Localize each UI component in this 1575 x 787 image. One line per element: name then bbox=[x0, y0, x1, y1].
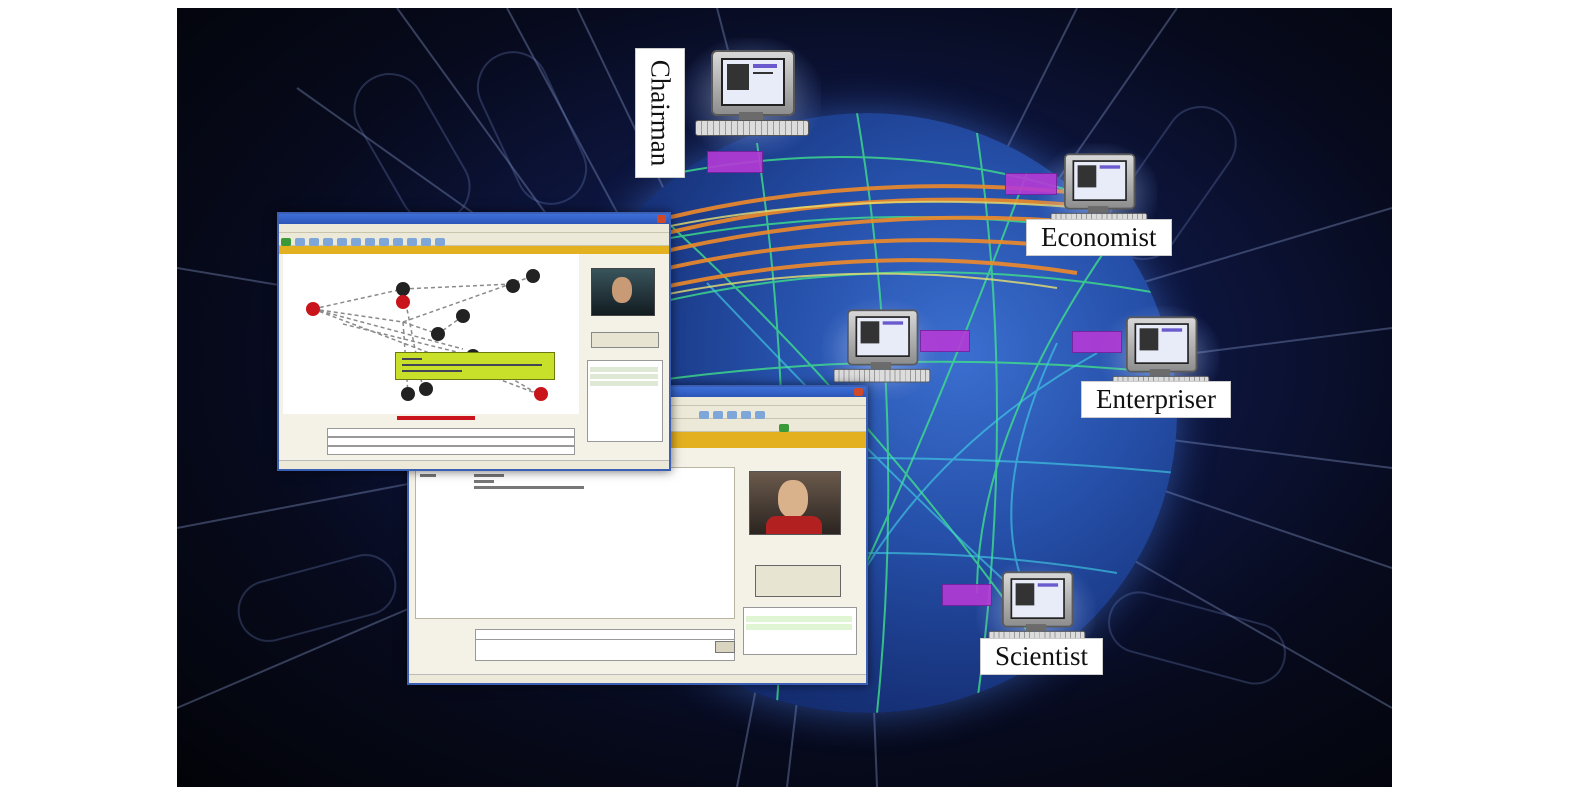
go-icon[interactable] bbox=[779, 424, 789, 432]
chairman-computer bbox=[681, 38, 821, 156]
toolbar-button[interactable] bbox=[309, 238, 319, 246]
participant-list bbox=[743, 607, 857, 655]
list-item[interactable] bbox=[590, 367, 658, 372]
enterpriser-tag bbox=[1072, 331, 1122, 353]
progress-bar bbox=[397, 416, 475, 420]
toolbar-button[interactable] bbox=[755, 411, 765, 419]
toolbar-button[interactable] bbox=[713, 411, 723, 419]
graph-window-titlebar bbox=[279, 214, 669, 224]
close-icon[interactable] bbox=[854, 388, 863, 396]
chat-side-panel bbox=[743, 457, 857, 667]
center-computer bbox=[821, 299, 941, 400]
economist-tag bbox=[1005, 173, 1057, 195]
video-feed-icon bbox=[749, 471, 841, 535]
toolbar-button[interactable] bbox=[421, 238, 431, 246]
center-tag bbox=[920, 330, 970, 352]
graph-window-header-bar bbox=[279, 246, 669, 254]
toolbar-button[interactable] bbox=[435, 238, 445, 246]
graph-input-field-3[interactable] bbox=[327, 446, 575, 455]
toolbar-button[interactable] bbox=[351, 238, 361, 246]
computer-icon bbox=[847, 309, 919, 366]
enterpriser-label: Enterpriser bbox=[1081, 381, 1231, 418]
graph-input-field-2[interactable] bbox=[327, 437, 575, 446]
chat-input-area bbox=[415, 625, 735, 665]
node-graph bbox=[283, 254, 579, 414]
economist-label: Economist bbox=[1026, 219, 1172, 256]
toolbar-button[interactable] bbox=[741, 411, 751, 419]
computer-icon bbox=[1126, 316, 1198, 373]
toolbar-button[interactable] bbox=[365, 238, 375, 246]
computer-icon bbox=[711, 50, 795, 116]
video-feed-icon bbox=[591, 268, 655, 316]
send-button[interactable] bbox=[715, 641, 735, 653]
close-icon[interactable] bbox=[657, 215, 666, 223]
node-graph-svg bbox=[306, 269, 548, 401]
graph-input-field[interactable] bbox=[327, 428, 575, 437]
participant-list bbox=[587, 360, 663, 442]
status-bar bbox=[279, 460, 669, 469]
graph-nodes bbox=[306, 269, 548, 401]
toolbar-button[interactable] bbox=[699, 411, 709, 419]
computer-icon bbox=[1064, 153, 1136, 210]
network-scene: Chairman Economist Enterpriser Scientist bbox=[177, 8, 1392, 787]
control-buttons[interactable] bbox=[591, 332, 659, 348]
chat-message-pane bbox=[415, 467, 735, 619]
control-buttons[interactable] bbox=[755, 565, 841, 597]
graph-side-panel bbox=[587, 256, 663, 446]
chairman-label: Chairman bbox=[635, 48, 685, 178]
toolbar-button[interactable] bbox=[393, 238, 403, 246]
toolbar-button[interactable] bbox=[337, 238, 347, 246]
toolbar-button[interactable] bbox=[323, 238, 333, 246]
graph-input-area bbox=[283, 426, 579, 456]
graph-window-toolbar bbox=[279, 233, 669, 246]
list-item[interactable] bbox=[746, 616, 852, 622]
graph-window bbox=[277, 212, 671, 471]
enterpriser-computer bbox=[1100, 306, 1220, 407]
computer-icon bbox=[1002, 571, 1074, 628]
node-tooltip bbox=[395, 352, 555, 380]
chat-window bbox=[407, 385, 868, 685]
status-bar bbox=[409, 674, 866, 683]
chat-message-field[interactable] bbox=[475, 639, 735, 661]
toolbar-button[interactable] bbox=[379, 238, 389, 246]
toolbar-button[interactable] bbox=[727, 411, 737, 419]
chairman-tag bbox=[707, 151, 763, 173]
toolbar-button[interactable] bbox=[281, 238, 291, 246]
toolbar-button[interactable] bbox=[295, 238, 305, 246]
list-item[interactable] bbox=[590, 381, 658, 386]
toolbar-button[interactable] bbox=[407, 238, 417, 246]
list-item[interactable] bbox=[746, 624, 852, 630]
scientist-label: Scientist bbox=[980, 638, 1103, 675]
scientist-tag bbox=[942, 584, 992, 606]
graph-window-menubar bbox=[279, 224, 669, 233]
list-item[interactable] bbox=[590, 374, 658, 379]
